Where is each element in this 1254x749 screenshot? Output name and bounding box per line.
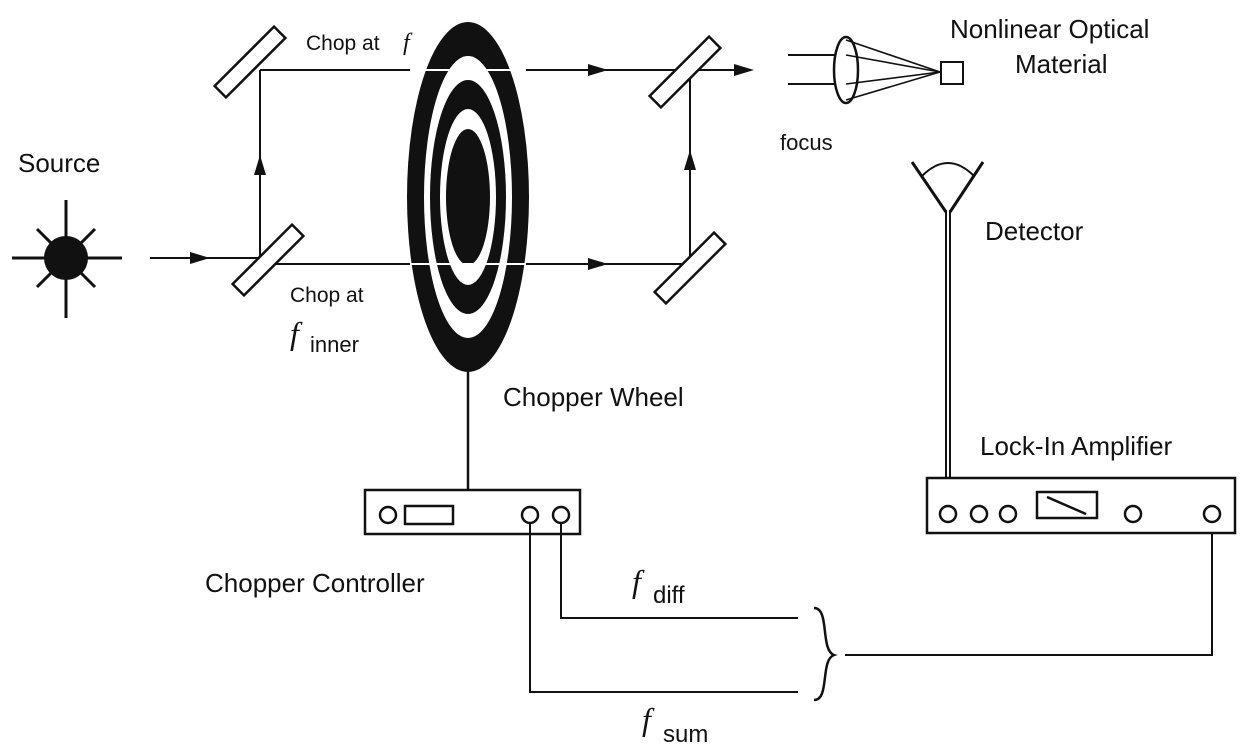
chopper-controller-label: Chopper Controller — [205, 568, 425, 598]
mirror-lower-right — [652, 230, 728, 306]
detector-label: Detector — [985, 216, 1084, 246]
chop-inner-label: Chop at — [290, 284, 364, 307]
f-diff-symbol: f — [632, 563, 645, 599]
f-sum-subscript: sum — [663, 721, 708, 748]
nonlinear-label-line1: Nonlinear Optical — [950, 14, 1149, 44]
chop-outer-symbol: f — [403, 30, 413, 56]
lock-in-amplifier-device — [925, 476, 1237, 535]
chop-inner-subscript: inner — [310, 332, 359, 357]
nonlinear-label-line2: Material — [1015, 49, 1107, 79]
f-diff-subscript: diff — [653, 582, 685, 609]
lock-in-amplifier-label: Lock-In Amplifier — [980, 431, 1173, 461]
lens-icon — [788, 35, 941, 105]
detector-icon — [910, 161, 985, 507]
source-icon — [12, 200, 122, 318]
mirror-upper-right — [647, 34, 723, 110]
chopper-wheel-icon — [407, 22, 529, 372]
chopper-controller-device — [363, 372, 582, 536]
nonlinear-material-icon — [940, 61, 964, 85]
focus-label: focus — [780, 130, 833, 155]
f-sum-symbol: f — [642, 701, 655, 737]
signal-wires — [529, 522, 1213, 702]
chop-inner-symbol: f — [290, 315, 303, 351]
source-label: Source — [18, 148, 100, 178]
chopper-wheel-label: Chopper Wheel — [503, 382, 684, 412]
chop-outer-label: Chop at — [306, 32, 380, 55]
mirror-lower-left — [230, 222, 306, 298]
mirror-upper-left — [212, 24, 288, 100]
